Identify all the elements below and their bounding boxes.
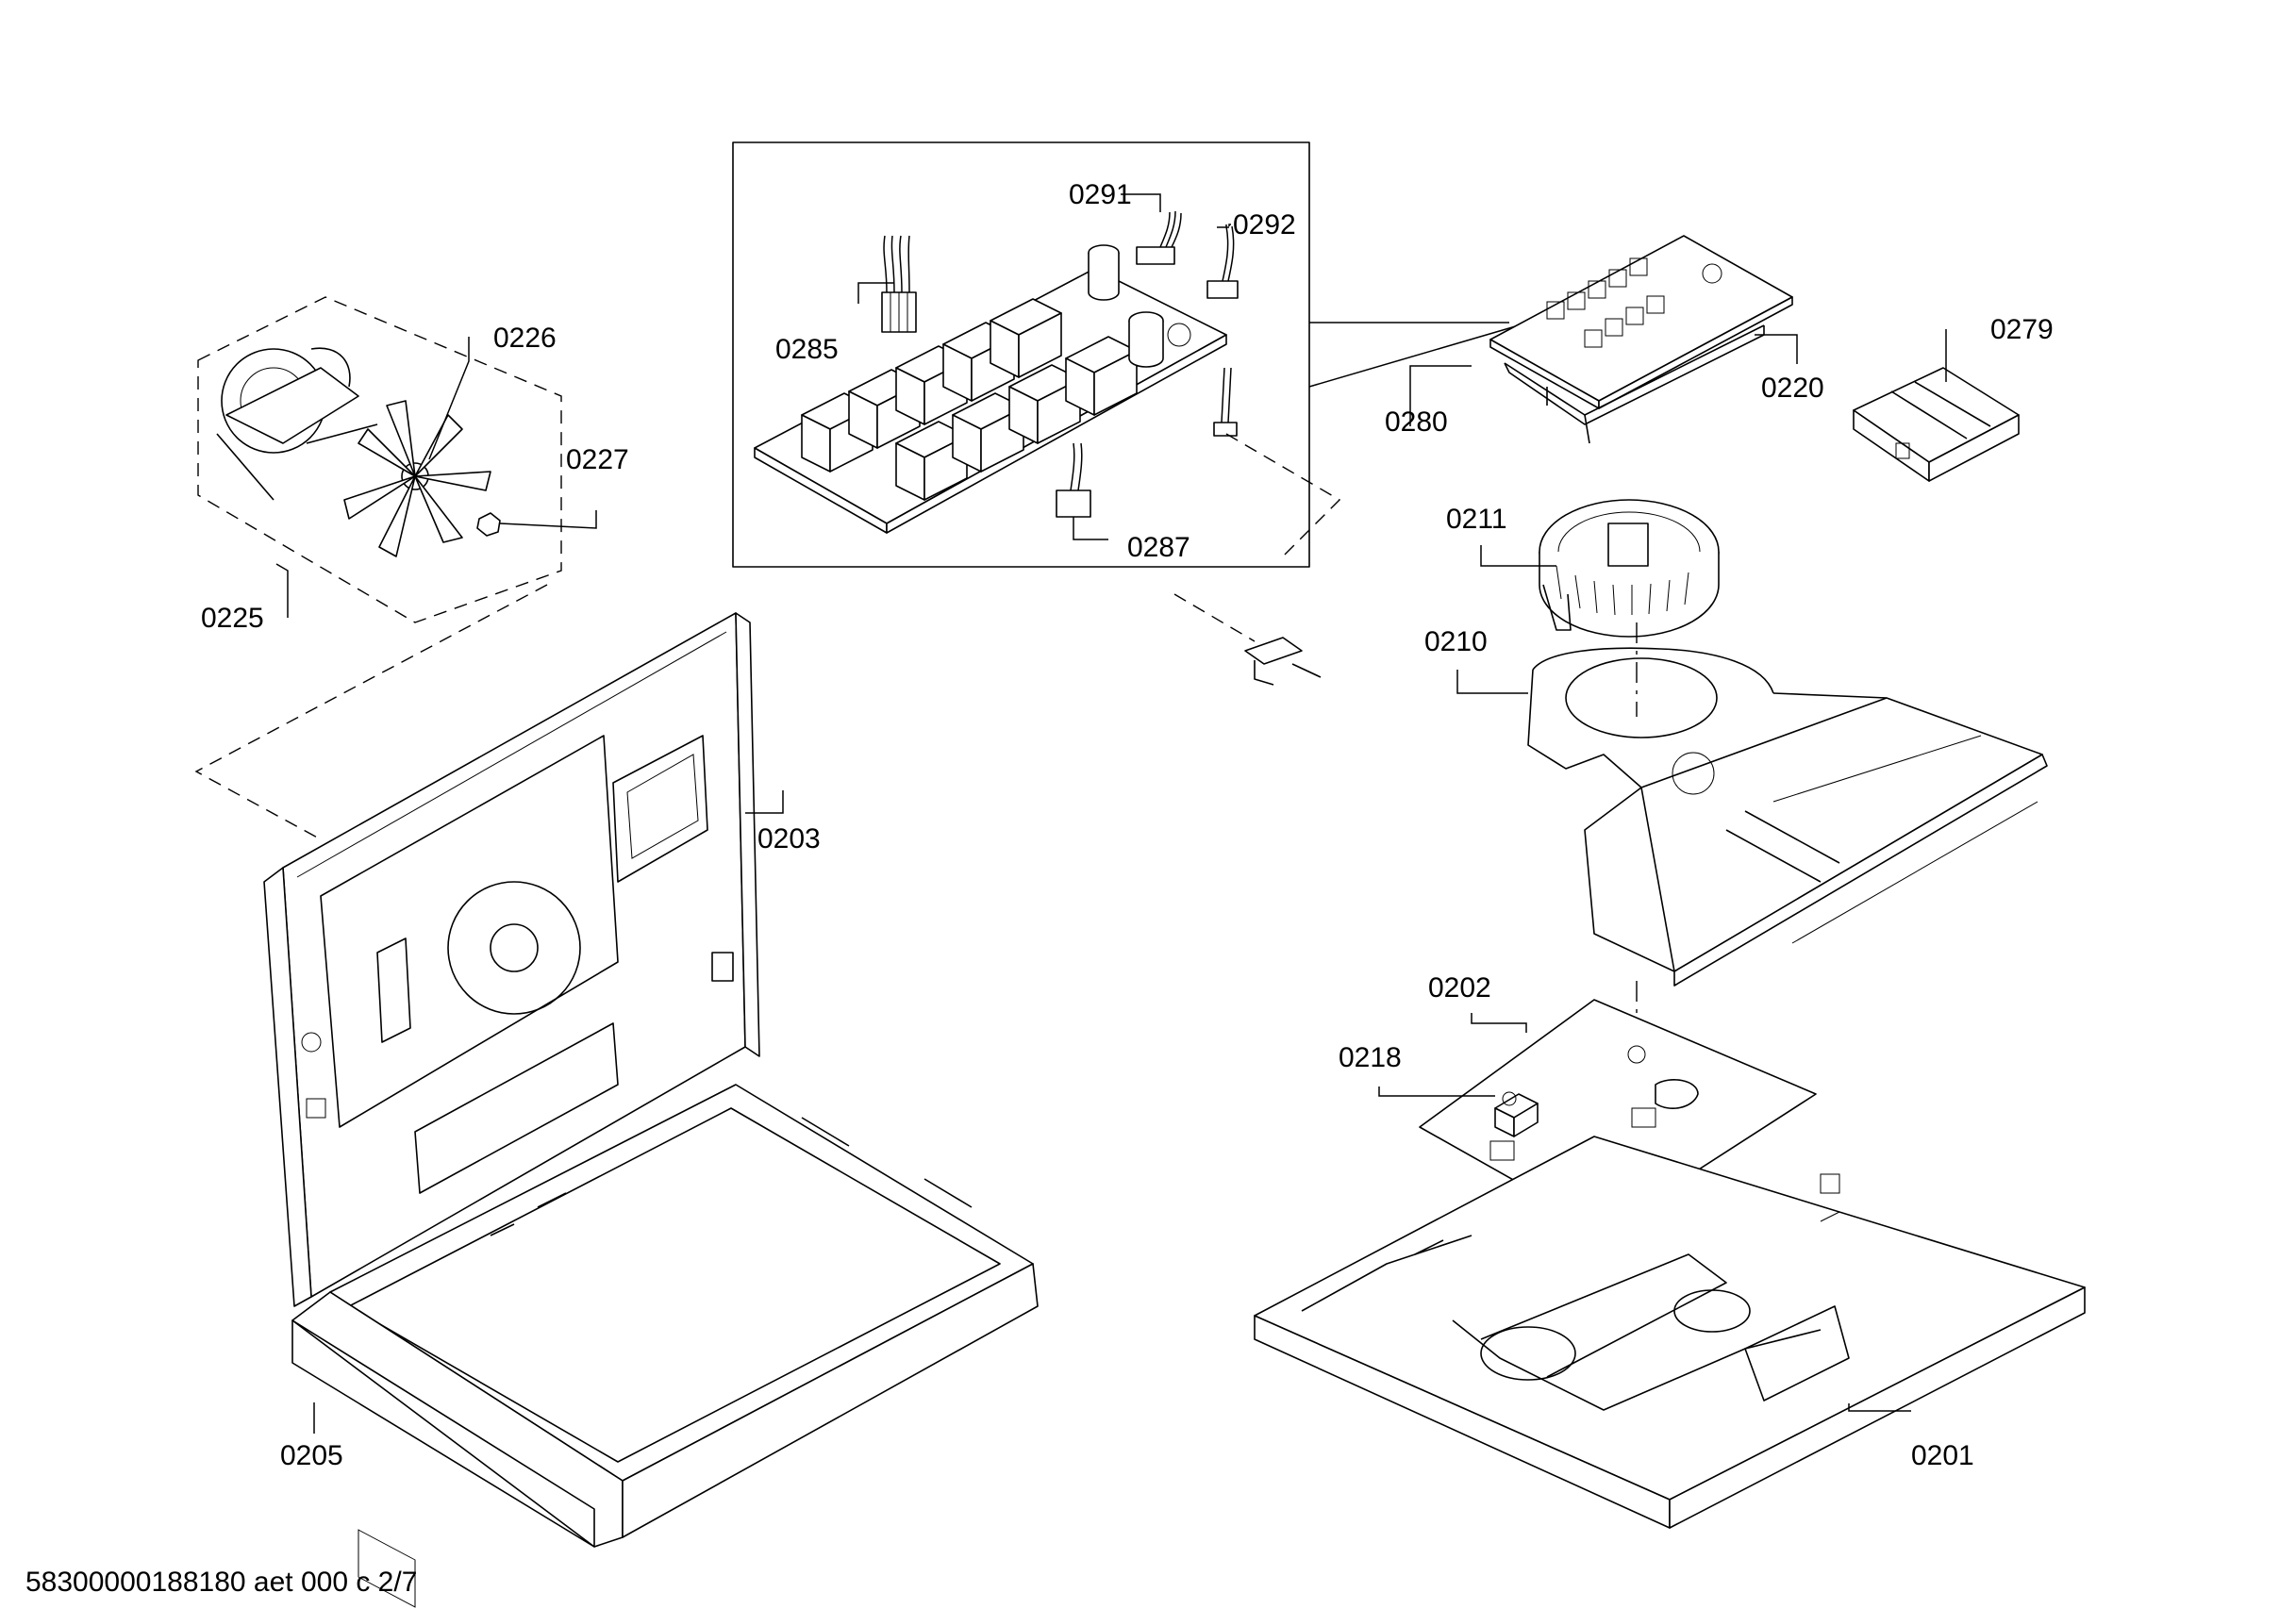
part-labels: 0291 0292 0285 0287 0226 0227 0225 0203 … — [201, 179, 2054, 1471]
label-0211: 0211 — [1446, 504, 1507, 535]
fan-motor-assembly — [197, 296, 562, 623]
thermostat — [1494, 1091, 1539, 1137]
label-0218: 0218 — [1339, 1042, 1402, 1073]
leader-lines — [275, 193, 1947, 1434]
base-frame — [1254, 1136, 2086, 1529]
label-0201: 0201 — [1911, 1440, 1974, 1471]
small-pcb-assembly — [1489, 235, 1793, 444]
control-pcb — [754, 210, 1341, 557]
fan-wheel — [343, 400, 491, 557]
label-0210: 0210 — [1424, 626, 1488, 657]
fan-assembly-axis — [194, 584, 548, 840]
label-0287: 0287 — [1127, 532, 1190, 563]
label-0285: 0285 — [775, 334, 839, 365]
label-0227: 0227 — [566, 444, 629, 475]
label-0292: 0292 — [1233, 209, 1296, 241]
back-panel — [263, 612, 760, 1307]
temperature-sensor — [1173, 593, 1322, 686]
label-0203: 0203 — [757, 823, 821, 854]
label-0202: 0202 — [1428, 972, 1491, 1004]
label-0226: 0226 — [493, 323, 557, 354]
label-0205: 0205 — [280, 1440, 343, 1471]
label-0291: 0291 — [1069, 179, 1132, 210]
bottom-tray — [291, 1084, 1039, 1608]
drawing-number: 58300000188180 aet 000 c 2/7 — [25, 1567, 417, 1598]
label-0279: 0279 — [1990, 314, 2054, 345]
fan-housing — [1527, 647, 2048, 987]
label-0220: 0220 — [1761, 373, 1824, 404]
terminal-block — [1853, 367, 2020, 482]
cooling-fan — [1539, 499, 1720, 638]
label-0225: 0225 — [201, 603, 264, 634]
label-0280: 0280 — [1385, 406, 1448, 438]
pcb-detail-box — [732, 141, 1520, 568]
